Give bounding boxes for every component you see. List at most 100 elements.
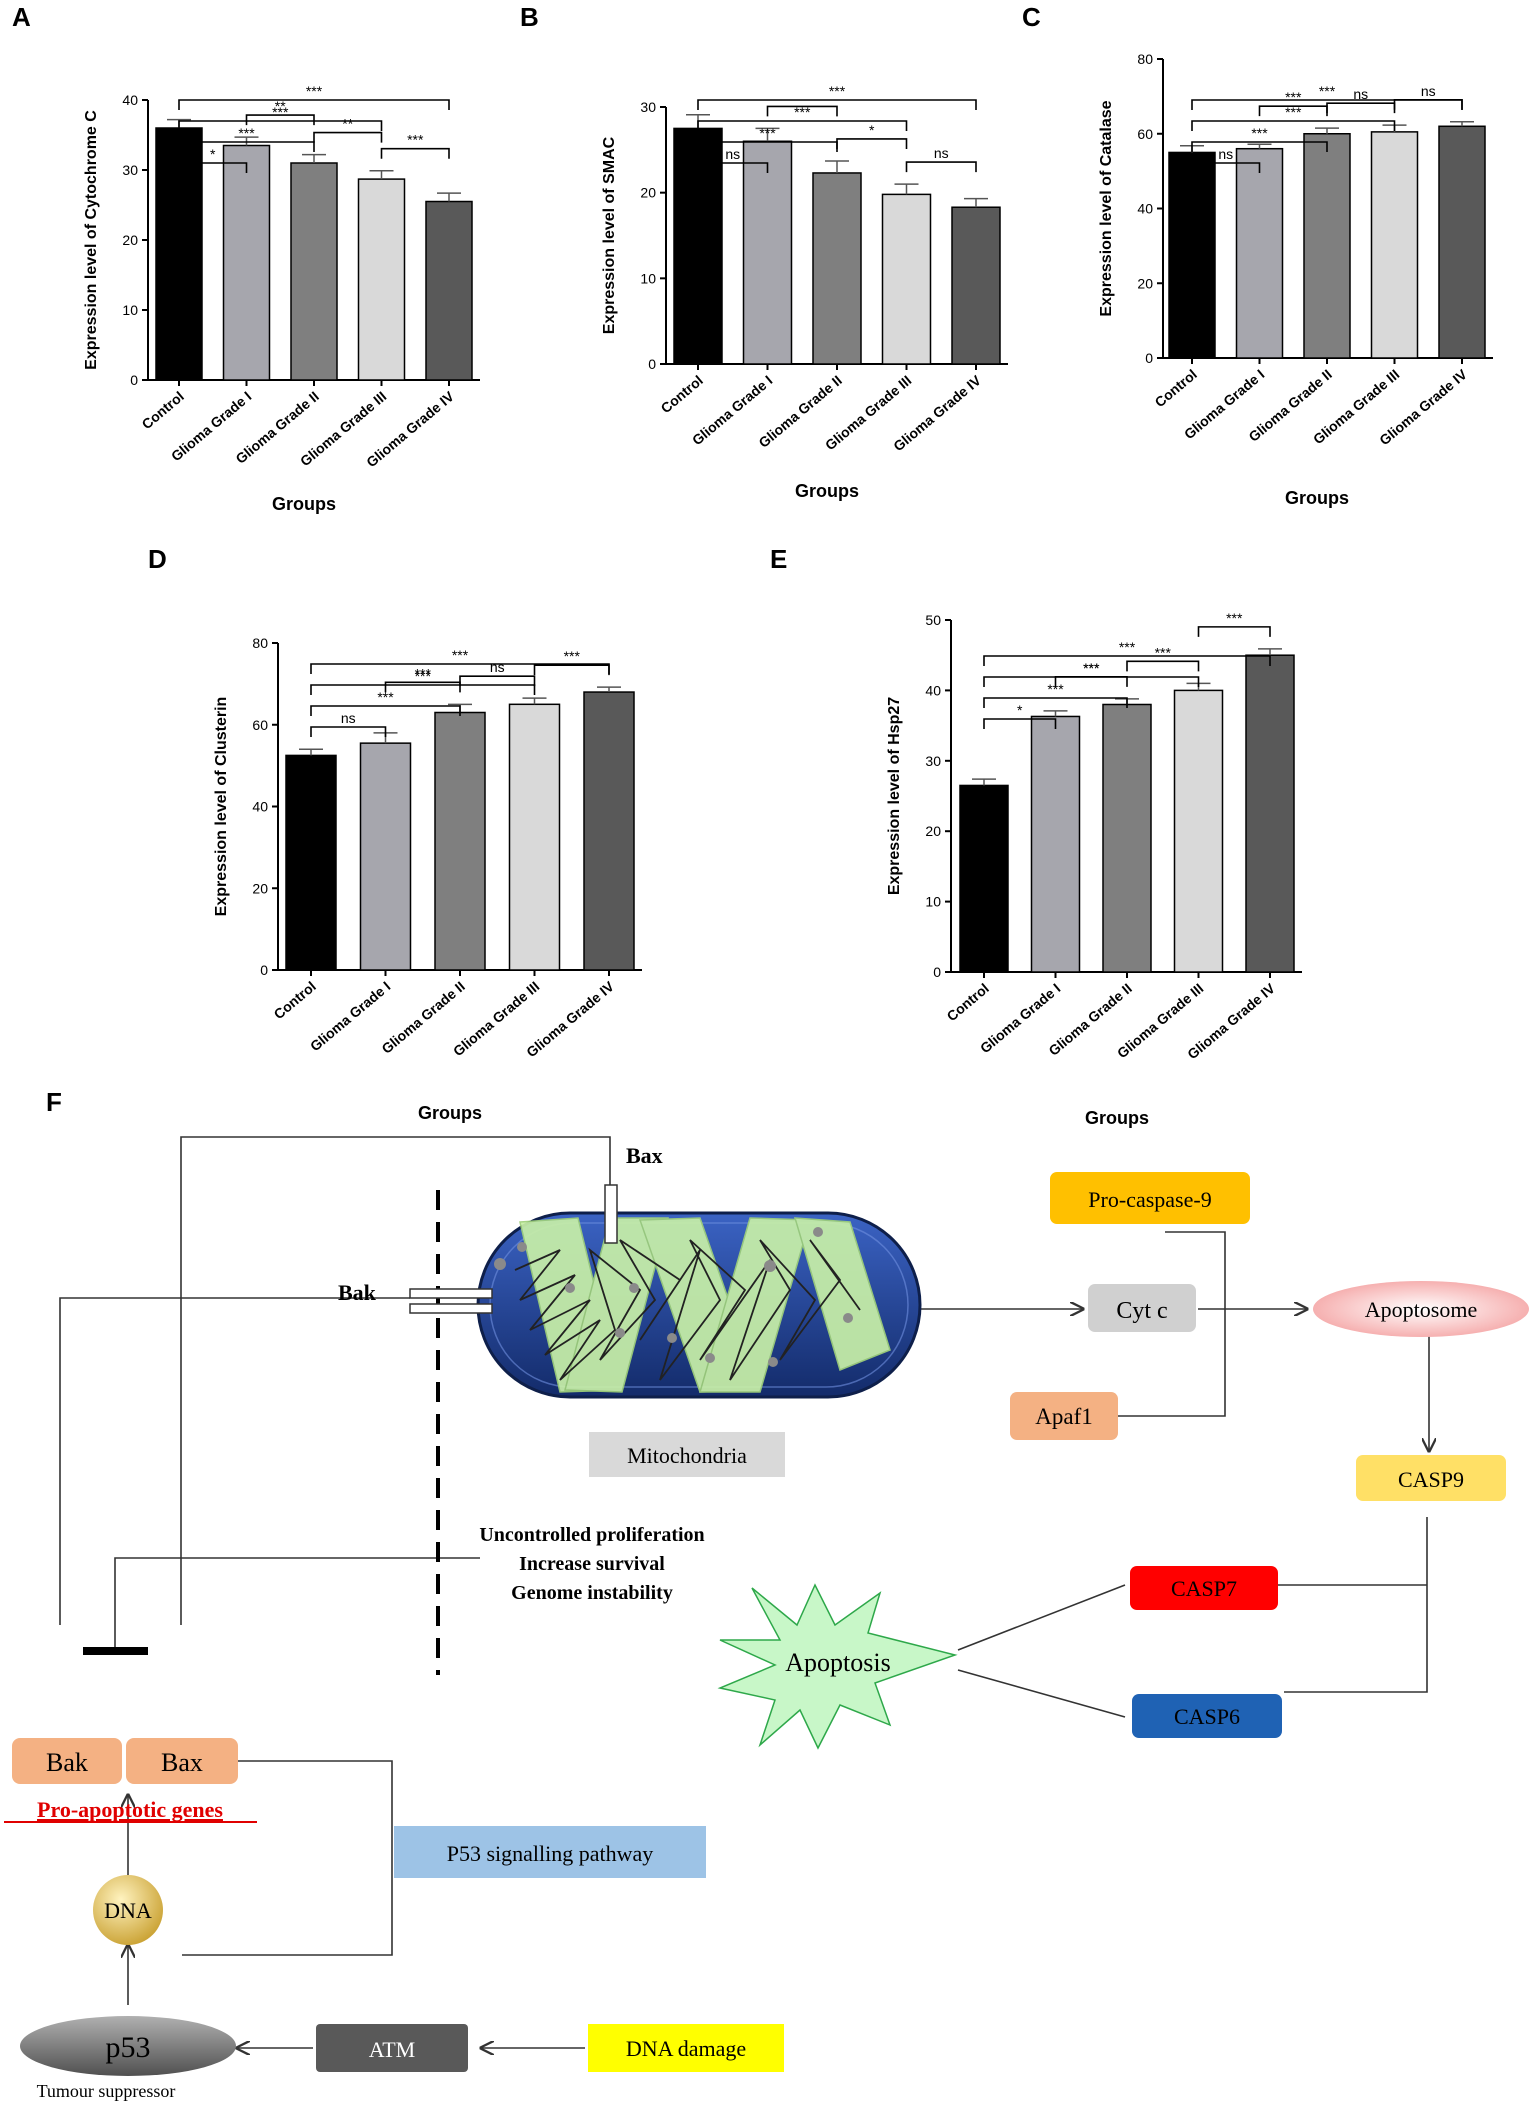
casp6-label: CASP6 <box>1174 1704 1240 1729</box>
sig-label: ** <box>342 116 353 132</box>
x-tick-label: Control <box>944 980 992 1024</box>
x-axis-label: Groups <box>272 494 336 514</box>
pro-caspase9-box <box>1050 1172 1250 1224</box>
y-tick-label: 80 <box>1137 51 1153 67</box>
genome-instability-label: Genome instability <box>511 1582 673 1604</box>
sig-bracket <box>459 675 536 687</box>
bak-protein-label: Bak <box>338 1280 377 1305</box>
x-tick-label: Control <box>658 372 706 416</box>
sig-label: *** <box>794 104 811 120</box>
sig-label: *** <box>415 665 432 681</box>
sig-label: *** <box>1251 125 1268 141</box>
sig-bracket <box>178 162 248 173</box>
sig-label: *** <box>1155 644 1172 660</box>
x-tick-label: Control <box>271 978 319 1022</box>
sig-bracket <box>245 114 315 126</box>
bar-glioma-grade-iv <box>1245 654 1295 973</box>
atm-box <box>316 2024 468 2072</box>
apoptosis-burst <box>717 1583 958 1750</box>
sig-label: ns <box>1218 146 1233 162</box>
sig-label: *** <box>1083 660 1100 676</box>
bar-glioma-grade-iii <box>1370 131 1419 359</box>
y-tick-label: 20 <box>122 232 138 248</box>
sig-bracket <box>1393 98 1463 110</box>
p53-pathway-label: P53 signalling pathway <box>447 1841 654 1866</box>
bar-glioma-grade-iii <box>357 178 406 381</box>
dna-damage-label: DNA damage <box>626 2036 746 2061</box>
x-axis-label: Groups <box>795 481 859 501</box>
bar-glioma-grade-ii <box>290 162 338 381</box>
apoptosis-label: Apoptosis <box>785 1648 890 1677</box>
y-axis-label: Expression level of Cytochrome C <box>83 110 100 370</box>
sig-label: *** <box>1119 639 1136 655</box>
sig-label: *** <box>238 125 255 141</box>
sig-bracket <box>697 99 977 110</box>
y-tick-label: 30 <box>640 99 656 115</box>
sig-bracket <box>983 718 1057 729</box>
x-tick-label: Control <box>1152 366 1200 410</box>
apoptosome-label: Apoptosome <box>1365 1297 1477 1322</box>
bak-gene-box <box>12 1738 122 1784</box>
y-tick-label: 10 <box>640 270 656 286</box>
atm-label: ATM <box>369 2037 415 2062</box>
increase-survival-label: Increase survival <box>519 1553 665 1575</box>
bar-control <box>959 784 1009 973</box>
y-tick-label: 40 <box>1137 201 1153 217</box>
mitochondria <box>409 1184 922 1399</box>
mitochondria-label: Mitochondria <box>627 1443 747 1468</box>
p53-ellipse <box>20 2016 236 2076</box>
sig-bracket <box>1191 162 1261 173</box>
y-tick-label: 60 <box>252 717 268 733</box>
sig-label: *** <box>452 647 469 663</box>
panel-letter-e: E <box>770 544 787 574</box>
apoptosome-ellipse <box>1313 1281 1529 1337</box>
pro-apoptotic-genes-label: Pro-apoptotic genes <box>37 1797 223 1822</box>
y-tick-label: 40 <box>122 92 138 108</box>
y-tick-label: 0 <box>648 356 656 372</box>
sig-bracket <box>697 120 908 131</box>
bax-gene-box <box>126 1738 238 1784</box>
bar-glioma-grade-iii <box>881 193 932 365</box>
sig-bracket <box>983 676 1200 687</box>
x-axis-label: Groups <box>1285 488 1349 508</box>
panel-letter-d: D <box>148 544 167 574</box>
y-tick-label: 10 <box>925 894 941 910</box>
bar-glioma-grade-iii <box>1173 689 1224 973</box>
sig-label: *** <box>1083 660 1100 676</box>
cyt-c-box <box>1088 1284 1196 1332</box>
sig-bracket <box>1326 102 1396 114</box>
bar-control <box>1168 151 1216 359</box>
sig-bracket <box>1191 141 1328 152</box>
panel-letter-c: C <box>1022 2 1041 32</box>
bar-glioma-grade-i <box>359 742 412 971</box>
bar-glioma-grade-ii <box>434 711 486 971</box>
bar-glioma-grade-i <box>1030 715 1081 973</box>
casp9-box <box>1356 1455 1506 1501</box>
y-axis-label: Expression level of SMAC <box>601 136 618 334</box>
sig-label: *** <box>415 668 432 684</box>
sig-bracket <box>310 684 536 695</box>
sig-bracket <box>1191 120 1396 131</box>
cyt-c-label: Cyt c <box>1116 1298 1167 1324</box>
panel-letter-a: A <box>12 2 31 32</box>
sig-label: *** <box>1226 610 1243 626</box>
y-tick-label: 0 <box>130 372 138 388</box>
casp7-box <box>1130 1566 1278 1610</box>
sig-label: ** <box>275 98 286 114</box>
sig-bracket <box>384 681 461 693</box>
sig-bracket <box>178 99 450 110</box>
y-axis-label: Expression level of Clusterin <box>213 697 230 917</box>
sig-bracket <box>983 655 1271 666</box>
bak-gene-label: Bak <box>46 1748 88 1777</box>
uncontrolled-proliferation-label: Uncontrolled proliferation <box>479 1524 704 1546</box>
sig-bracket <box>1126 660 1200 672</box>
apaf1-label: Apaf1 <box>1035 1404 1092 1429</box>
x-axis-label: Groups <box>418 1103 482 1123</box>
sig-label: *** <box>829 83 846 99</box>
sig-label: ns <box>341 710 356 726</box>
sig-bracket <box>836 138 908 149</box>
bar-glioma-grade-ii <box>1102 703 1152 973</box>
